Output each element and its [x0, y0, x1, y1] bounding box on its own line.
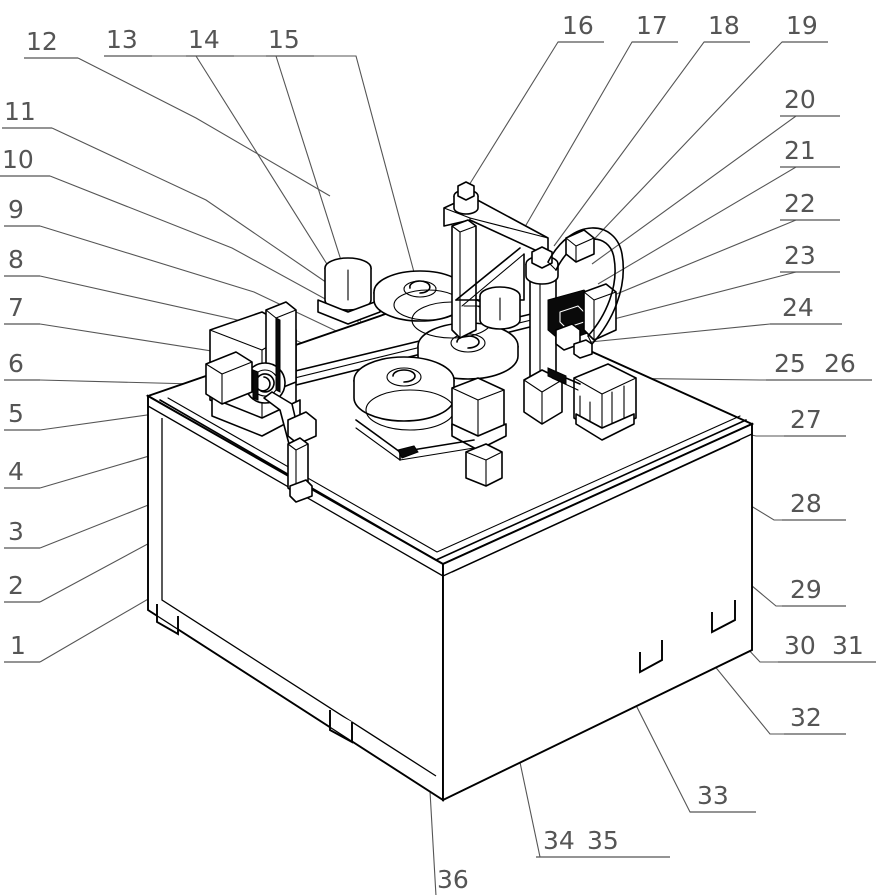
right-spindle-column: [523, 246, 617, 425]
callout-30: 30: [784, 631, 816, 660]
callout-25: 25: [774, 349, 806, 378]
callout-21: 21: [784, 136, 816, 165]
callout-16: 16: [562, 11, 594, 40]
callout-35: 35: [587, 826, 619, 855]
right-terminal-block: [547, 363, 637, 441]
callout-20: 20: [784, 85, 816, 114]
lower-support-frame: [355, 419, 475, 461]
callout-17: 17: [636, 11, 668, 40]
callout-3: 3: [8, 517, 24, 546]
callout-labels: 12 11 10 9 8 7 6 5 4 3 2 1 13 14 15 16 1…: [2, 11, 864, 894]
callout-31: 31: [832, 631, 864, 660]
callout-2: 2: [8, 571, 24, 600]
callout-23: 23: [784, 241, 816, 270]
callout-22: 22: [784, 189, 816, 218]
left-rail-head: [205, 351, 253, 405]
callout-33: 33: [697, 781, 729, 810]
callout-5: 5: [8, 399, 24, 428]
callout-18: 18: [708, 11, 740, 40]
callout-34: 34: [543, 826, 575, 855]
callout-27: 27: [790, 405, 822, 434]
callout-26: 26: [824, 349, 856, 378]
left-post-cylinder: [317, 257, 381, 325]
upper-swing-arm: [443, 181, 549, 339]
callout-4: 4: [8, 457, 24, 486]
callout-11: 11: [4, 97, 36, 126]
callout-28: 28: [790, 489, 822, 518]
callout-9: 9: [8, 195, 24, 224]
callout-19: 19: [786, 11, 818, 40]
callout-15: 15: [268, 25, 300, 54]
callout-10: 10: [2, 145, 34, 174]
callout-24: 24: [782, 293, 814, 322]
base-cabinet: [145, 288, 755, 802]
callout-36: 36: [437, 865, 469, 894]
callout-8: 8: [8, 245, 24, 274]
callout-12: 12: [26, 27, 58, 56]
callout-6: 6: [8, 349, 24, 378]
pulley-disc-stack: [353, 270, 519, 487]
callout-7: 7: [8, 293, 24, 322]
curved-guard-bracket: [547, 227, 624, 345]
callout-29: 29: [790, 575, 822, 604]
label-underlines: [0, 41, 876, 858]
worktable-top: [159, 397, 747, 561]
callout-13: 13: [106, 25, 138, 54]
callout-32: 32: [790, 703, 822, 732]
right-post-cylinder: [479, 286, 521, 330]
callout-14: 14: [188, 25, 220, 54]
callout-1: 1: [10, 631, 26, 660]
